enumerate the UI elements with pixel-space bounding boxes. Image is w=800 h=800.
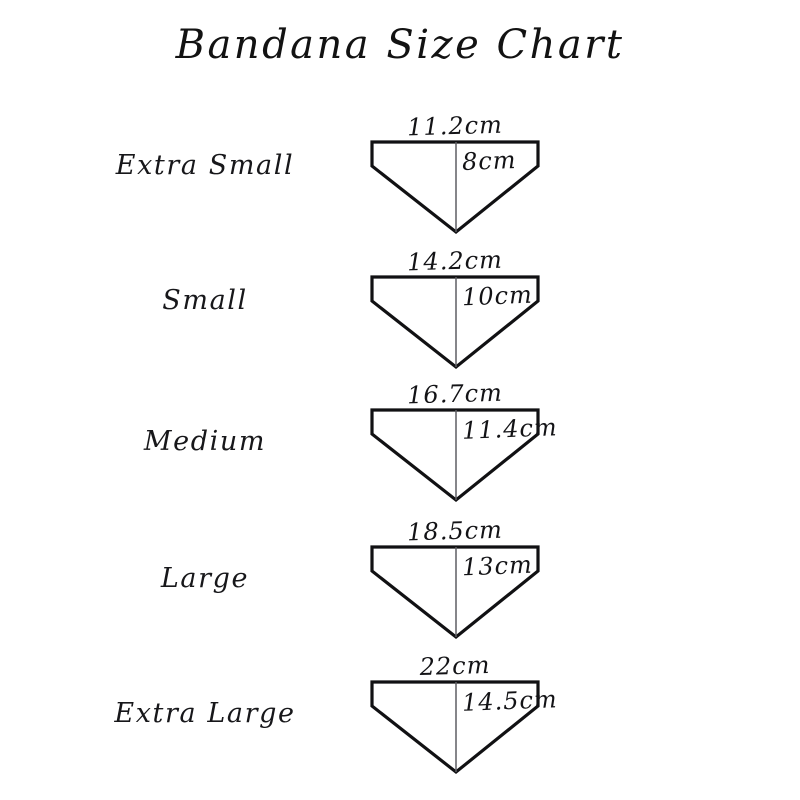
bandana-diagram-extra-small: 11.2cm 8cm bbox=[370, 111, 570, 245]
size-row-extra-large: Extra Large 22cm 14.5cm bbox=[0, 650, 800, 785]
bandana-shape-icon bbox=[370, 680, 540, 775]
size-label-extra-small: Extra Small bbox=[115, 150, 295, 181]
bandana-shape-icon bbox=[370, 140, 540, 235]
size-label-large: Large bbox=[160, 563, 250, 594]
size-row-small: Small 14.2cm 10cm bbox=[0, 245, 800, 380]
height-dimension-label: 13cm bbox=[461, 550, 534, 582]
bandana-diagram-medium: 16.7cm 11.4cm bbox=[370, 379, 570, 513]
width-dimension-label: 14.2cm bbox=[406, 245, 504, 277]
size-row-extra-small: Extra Small 11.2cm 8cm bbox=[0, 110, 800, 245]
height-dimension-label: 8cm bbox=[461, 145, 517, 177]
size-label-medium: Medium bbox=[143, 426, 267, 457]
width-dimension-label: 16.7cm bbox=[406, 378, 504, 410]
bandana-diagram-small: 14.2cm 10cm bbox=[370, 246, 570, 380]
size-row-large: Large 18.5cm 13cm bbox=[0, 515, 800, 650]
size-label-small: Small bbox=[162, 285, 248, 316]
height-dimension-label: 14.5cm bbox=[461, 685, 559, 717]
width-dimension-label: 22cm bbox=[419, 651, 491, 681]
bandana-shape-icon bbox=[370, 408, 540, 503]
bandana-shape-icon bbox=[370, 545, 540, 640]
width-dimension-label: 11.2cm bbox=[406, 110, 504, 142]
size-row-medium: Medium 16.7cm 11.4cm bbox=[0, 378, 800, 513]
bandana-diagram-large: 18.5cm 13cm bbox=[370, 516, 570, 650]
width-dimension-label: 18.5cm bbox=[406, 515, 504, 547]
size-label-extra-large: Extra Large bbox=[114, 698, 296, 729]
height-dimension-label: 10cm bbox=[461, 280, 534, 312]
height-dimension-label: 11.4cm bbox=[461, 413, 559, 445]
bandana-shape-icon bbox=[370, 275, 540, 370]
page-title: Bandana Size Chart bbox=[175, 22, 625, 68]
bandana-diagram-extra-large: 22cm 14.5cm bbox=[370, 651, 570, 785]
